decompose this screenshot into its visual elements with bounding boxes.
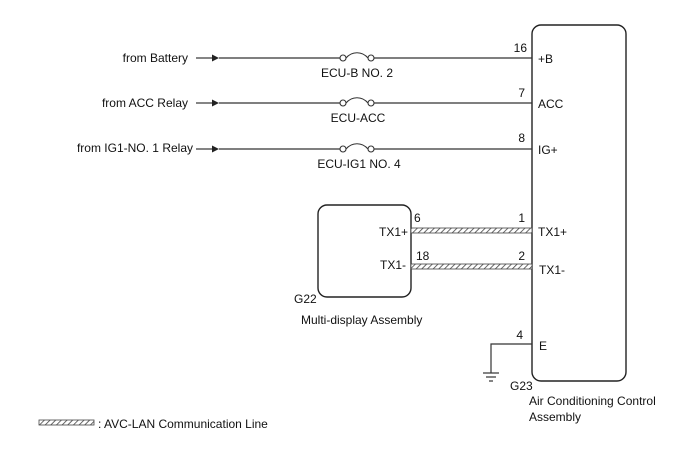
g23-tx1-plus-label: TX1+ — [538, 225, 567, 239]
g22-tx1-plus-label: TX1+ — [379, 225, 408, 239]
wire-ig1-relay: from IG1-NO. 1 Relay ECU-IG1 NO. 4 8 IG+ — [77, 131, 558, 171]
terminal-acc: ACC — [538, 97, 564, 111]
ground-connection: 4 E — [483, 328, 547, 382]
pin-7: 7 — [518, 86, 525, 100]
g22-connector-label: G22 — [294, 292, 317, 306]
ac-control-name-line1: Air Conditioning Control — [529, 394, 656, 408]
avc-lan-legend-swatch — [38, 419, 95, 426]
g22-tx1-minus-label: TX1- — [380, 258, 406, 272]
pin-16: 16 — [514, 41, 528, 55]
terminal-ig-plus: IG+ — [538, 143, 558, 157]
source-label-ig1-relay: from IG1-NO. 1 Relay — [77, 141, 193, 155]
source-label-battery: from Battery — [123, 51, 188, 65]
avc-lan-tx1-plus: TX1+ 6 1 TX1+ — [379, 211, 567, 239]
arrow-icon — [212, 99, 219, 107]
ac-control-name-line2: Assembly — [529, 410, 581, 424]
g23-pin-1: 1 — [518, 211, 525, 225]
fuse-icon — [339, 99, 347, 107]
arrow-icon — [212, 145, 219, 153]
avc-lan-tx1-minus: TX1- 18 2 TX1- — [380, 249, 565, 277]
legend-label: : AVC-LAN Communication Line — [98, 417, 268, 431]
fuse-label-ecu-b: ECU-B NO. 2 — [321, 66, 393, 80]
g23-pin-4: 4 — [516, 328, 523, 342]
g23-e-label: E — [539, 339, 547, 353]
multi-display-assembly-name: Multi-display Assembly — [301, 313, 422, 327]
terminal-plus-b: +B — [538, 52, 553, 66]
wire-acc-relay: from ACC Relay ECU-ACC 7 ACC — [102, 86, 564, 125]
g23-tx1-minus-label: TX1- — [539, 263, 565, 277]
g23-connector-label: G23 — [510, 379, 533, 393]
fuse-icon — [339, 145, 347, 153]
multi-display-assembly-box — [317, 204, 412, 298]
g22-pin-6: 6 — [414, 211, 421, 225]
fuse-label-ecu-ig1: ECU-IG1 NO. 4 — [317, 157, 401, 171]
fuse-label-ecu-acc: ECU-ACC — [331, 111, 386, 125]
g22-pin-18: 18 — [416, 249, 430, 263]
fuse-icon — [339, 54, 347, 62]
pin-8: 8 — [518, 131, 525, 145]
arrow-icon — [212, 54, 219, 62]
wire-battery: from Battery ECU-B NO. 2 16 +B — [123, 41, 553, 80]
source-label-acc-relay: from ACC Relay — [102, 96, 188, 110]
g23-pin-2: 2 — [518, 249, 525, 263]
ac-control-assembly-box — [531, 24, 627, 382]
